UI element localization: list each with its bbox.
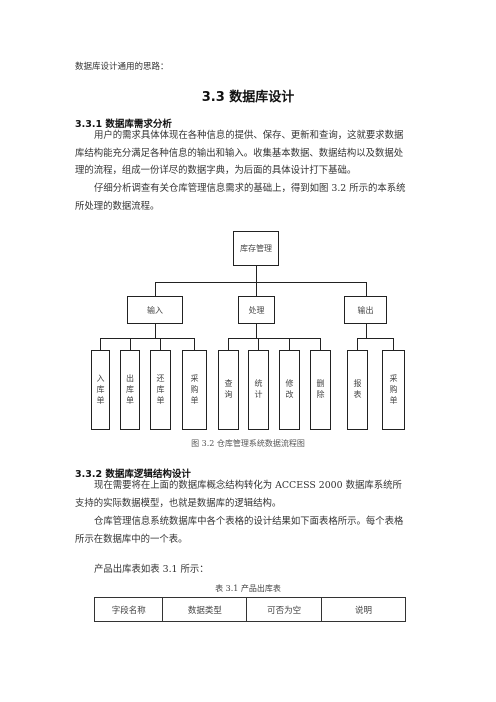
node-root: 库存管理 [233,231,279,266]
paragraph-line: 理的流程，组成一份详尽的数据字典，为后面的具体设计打下基础。 [75,165,357,176]
figure-caption: 图 3.2 仓库管理系统数据流程图 [191,439,305,448]
connector [160,338,161,350]
connector [258,338,259,350]
node-query: 查询 [218,350,239,430]
paragraph-line: 仓库管理信息系统数据库中各个表格的设计结果如下面表格所示。每个表格 [94,516,404,527]
node-purchase-form: 采购单 [182,350,207,430]
table-caption: 表 3.1 产品出库表 [215,584,281,593]
node-input: 输入 [127,296,183,324]
connector [366,282,367,296]
node-stock-in-form: 入库单 [91,350,110,430]
paragraph-table-intro: 产品出库表如表 3.1 所示： [94,564,209,575]
connector [100,338,101,350]
node-delete: 删除 [310,350,331,430]
connector [357,338,394,339]
connector [393,338,394,350]
intro-text: 数据库设计通用的思路： [75,62,169,72]
connector [366,324,367,338]
paragraph-logical-1: 现在需要将在上面的数据库概念结构转化为 ACCESS 2000 数据库系统所 支… [75,477,422,512]
node-statistics: 统计 [248,350,269,430]
subsection-title-logical: 3.3.2 数据库逻辑结构设计 [75,469,191,480]
connector [155,282,367,283]
connector [100,338,195,339]
paragraph-requirements-2: 仔细分析调查有关仓库管理信息需求的基础上，得到如图 3.2 所示的本系统 所处理… [75,180,422,215]
paragraph-line: 现在需要将在上面的数据库概念结构转化为 ACCESS 2000 数据库系统所 [94,480,402,491]
product-outbound-table: 字段名称 数据类型 可否为空 说明 [93,597,406,622]
paragraph-requirements-1: 用户的需求具体体现在各种信息的提供、保存、更新和查询，这就要求数据 库结构能充分… [75,127,422,180]
node-report: 报表 [347,350,368,430]
node-modify: 修改 [279,350,300,430]
connector [289,338,290,350]
node-process: 处理 [238,296,275,324]
connector [256,266,257,282]
table-header-cell: 说明 [321,597,406,622]
connector [256,282,257,296]
connector [194,338,195,350]
connector [228,338,229,350]
node-stock-out-form: 出库单 [120,350,140,430]
connector [357,338,358,350]
connector [256,324,257,338]
table-header-cell: 数据类型 [162,597,248,622]
table-header-cell: 可否为空 [246,597,322,622]
table-header-cell: 字段名称 [93,597,164,622]
paragraph-line: 仔细分析调查有关仓库管理信息需求的基础上，得到如图 3.2 所示的本系统 [94,183,406,194]
connector [320,338,321,350]
subsection-title-requirements: 3.3.1 数据库需求分析 [75,119,172,130]
node-purchase-output: 采购单 [382,350,405,430]
connector [155,324,156,338]
connector [130,338,131,350]
paragraph-logical-2: 仓库管理信息系统数据库中各个表格的设计结果如下面表格所示。每个表格 所示在数据库… [75,513,422,548]
node-output: 输出 [344,296,387,324]
paragraph-line: 所示在数据库中的一个表。 [75,533,188,545]
node-return-form: 还库单 [150,350,171,430]
paragraph-line: 库结构能充分满足各种信息的输出和输入。收集基本数据、数据结构以及数据处 [75,147,404,159]
paragraph-line: 用户的需求具体体现在各种信息的提供、保存、更新和查询，这就要求数据 [94,130,404,141]
connector [228,338,321,339]
section-title: 3.3 数据库设计 [201,90,295,105]
paragraph-line: 所处理的数据流程。 [75,200,160,212]
paragraph-line: 支持的实际数据模型，也就是数据库的逻辑结构。 [75,497,282,509]
connector [155,282,156,296]
table-header-row: 字段名称 数据类型 可否为空 说明 [93,597,406,622]
